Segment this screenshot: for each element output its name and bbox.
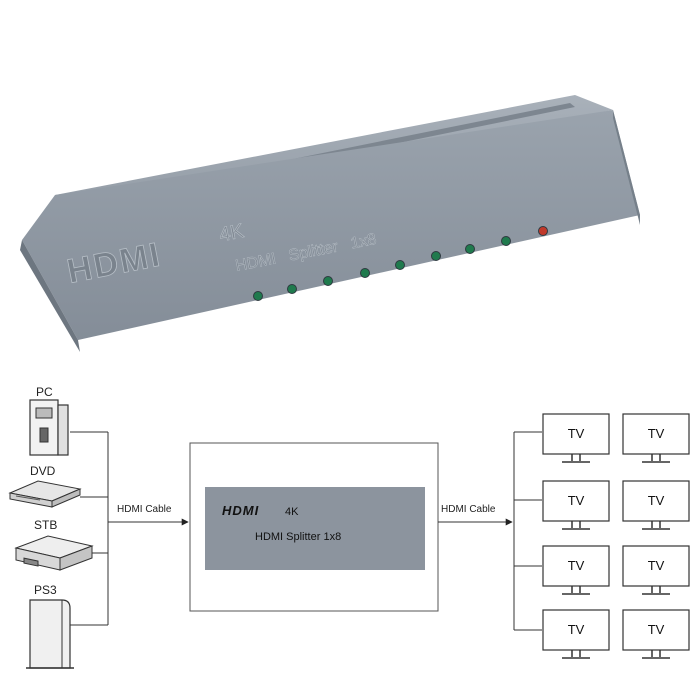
tv-icon: TV (622, 413, 690, 463)
product-photo: HDMI 4K HDMI Splitter 1x8 (20, 95, 640, 352)
splitter-diagram: HDMI 4K HDMI Splitter 1x8 (189, 442, 439, 612)
power-led (538, 226, 548, 236)
tv-icon: TV (542, 545, 610, 595)
set-top-box-icon (14, 535, 94, 571)
led-2 (287, 284, 297, 294)
led-1 (253, 291, 263, 301)
source-label-stb: STB (34, 518, 57, 532)
tv-icon: TV (622, 545, 690, 595)
tv-screen (622, 480, 690, 522)
output-connections (513, 431, 542, 631)
dvd-player-icon (8, 480, 82, 508)
tv-stand (562, 454, 590, 463)
source-label-ps3: PS3 (34, 583, 57, 597)
tv-label: TV (648, 622, 665, 637)
tv-screen (542, 413, 610, 455)
tv-icon: TV (622, 609, 690, 659)
tv-icon: TV (542, 480, 610, 530)
tv-label: TV (568, 493, 585, 508)
tv-stand (642, 650, 670, 659)
device-embossed-resolution: 4K (217, 220, 246, 246)
tv-label: TV (648, 493, 665, 508)
tv-label: TV (648, 558, 665, 573)
tv-icon: TV (622, 480, 690, 530)
device-front-face (22, 110, 640, 340)
source-ps3: PS3 (26, 583, 74, 669)
output-cable-label: HDMI Cable (441, 504, 496, 515)
source-pc: PC (29, 385, 69, 456)
source-label-dvd: DVD (30, 464, 56, 478)
led-4 (360, 268, 370, 278)
tv-screen (622, 413, 690, 455)
hdmi-logo: HDMI (222, 503, 259, 518)
source-stb: STB (14, 518, 94, 571)
led-5 (395, 260, 405, 270)
tv-label: TV (568, 558, 585, 573)
tv-stand (562, 586, 590, 595)
tv-stand (642, 586, 670, 595)
source-label-pc: PC (36, 385, 53, 399)
device-bottom-edge (20, 240, 80, 352)
led-7 (465, 244, 475, 254)
game-console-icon (26, 599, 74, 669)
tv-stand (562, 521, 590, 530)
splitter-panel (205, 487, 425, 570)
tv-screen (542, 609, 610, 651)
input-connections (70, 431, 189, 626)
splitter-device: HDMI 4K HDMI Splitter 1x8 (20, 95, 640, 352)
source-dvd: DVD (8, 464, 82, 508)
input-cable-label: HDMI Cable (117, 504, 172, 515)
tv-icon: TV (542, 413, 610, 463)
tv-screen (622, 609, 690, 651)
tv-grid: TV TV TV TV TV TV TV TV (542, 413, 690, 659)
led-6 (431, 251, 441, 261)
device-right-edge (613, 110, 640, 225)
tv-stand (562, 650, 590, 659)
panel-resolution: 4K (285, 506, 299, 518)
led-8 (501, 236, 511, 246)
tv-screen (542, 545, 610, 587)
tv-screen (542, 480, 610, 522)
led-3 (323, 276, 333, 286)
tv-stand (642, 521, 670, 530)
tv-stand (642, 454, 670, 463)
panel-model: HDMI Splitter 1x8 (255, 531, 341, 543)
tv-label: TV (648, 426, 665, 441)
tv-icon: TV (542, 609, 610, 659)
pc-tower-icon (29, 399, 69, 456)
tv-screen (622, 545, 690, 587)
tv-label: TV (568, 426, 585, 441)
port-leds (253, 226, 548, 301)
tv-label: TV (568, 622, 585, 637)
